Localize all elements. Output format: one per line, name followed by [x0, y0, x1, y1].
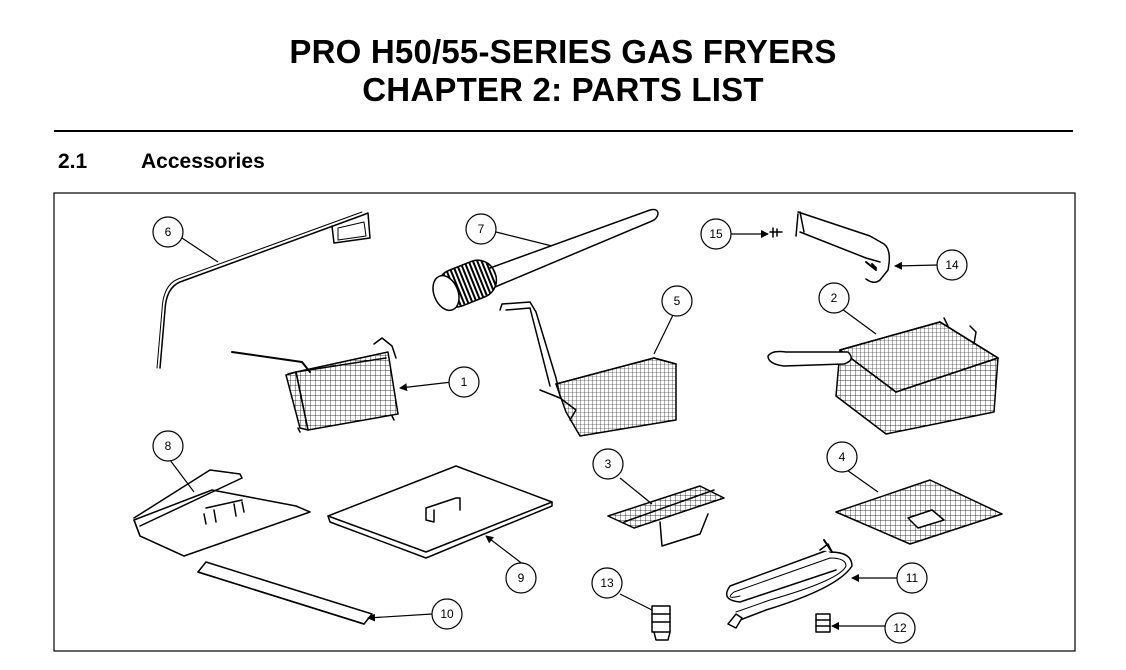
callout-9: 9 — [505, 562, 537, 594]
callout-11: 11 — [896, 562, 928, 594]
svg-text:2: 2 — [831, 291, 838, 305]
header-divider — [54, 130, 1073, 132]
gas-fitting — [815, 613, 831, 633]
screw — [769, 227, 783, 238]
leader-lines — [169, 230, 939, 630]
basket-support-rack — [795, 211, 891, 283]
callout-7: 7 — [465, 213, 497, 245]
callout-3: 3 — [592, 448, 624, 480]
svg-text:4: 4 — [839, 450, 846, 464]
svg-text:8: 8 — [165, 439, 172, 453]
page-title: PRO H50/55-SERIES GAS FRYERS CHAPTER 2: … — [0, 33, 1126, 109]
svg-text:1: 1 — [461, 375, 468, 389]
triangle-fry-basket — [499, 301, 677, 437]
callout-13: 13 — [591, 567, 623, 599]
callout-8: 8 — [152, 430, 184, 462]
callout-5: 5 — [661, 285, 693, 317]
svg-text:7: 7 — [478, 222, 485, 236]
quick-disconnect-coupling — [651, 605, 671, 641]
svg-text:12: 12 — [893, 621, 907, 635]
svg-text:11: 11 — [906, 571, 919, 585]
svg-text:10: 10 — [440, 607, 454, 621]
basket-hanger-rod — [156, 211, 371, 369]
callout-15: 15 — [700, 218, 732, 250]
svg-text:5: 5 — [674, 294, 681, 308]
svg-text:9: 9 — [518, 571, 525, 585]
callout-1: 1 — [448, 366, 480, 398]
figure-frame — [53, 192, 1076, 652]
basket-support-grid — [835, 479, 1003, 545]
svg-text:15: 15 — [709, 227, 723, 241]
callout-2: 2 — [818, 282, 850, 314]
title-line-2: CHAPTER 2: PARTS LIST — [362, 71, 764, 108]
cleaning-brush — [432, 208, 659, 312]
fryer-cover-left — [133, 469, 311, 557]
large-fry-basket — [767, 317, 999, 435]
callout-14: 14 — [936, 249, 968, 281]
svg-text:3: 3 — [605, 457, 612, 471]
splash-guard — [197, 561, 373, 625]
small-fry-basket — [231, 337, 399, 433]
title-line-1: PRO H50/55-SERIES GAS FRYERS — [289, 33, 837, 70]
flexible-gas-hose — [725, 539, 853, 629]
svg-text:14: 14 — [945, 258, 959, 272]
fryer-cover-right — [327, 465, 553, 559]
callout-10: 10 — [431, 598, 463, 630]
callout-12: 12 — [884, 612, 916, 644]
callout-6: 6 — [152, 216, 184, 248]
svg-text:13: 13 — [600, 576, 614, 590]
svg-text:6: 6 — [165, 225, 172, 239]
basket-support-rack-small — [607, 485, 725, 547]
callout-4: 4 — [826, 441, 858, 473]
section-number: 2.1 — [58, 150, 88, 173]
section-title: Accessories — [141, 150, 265, 173]
